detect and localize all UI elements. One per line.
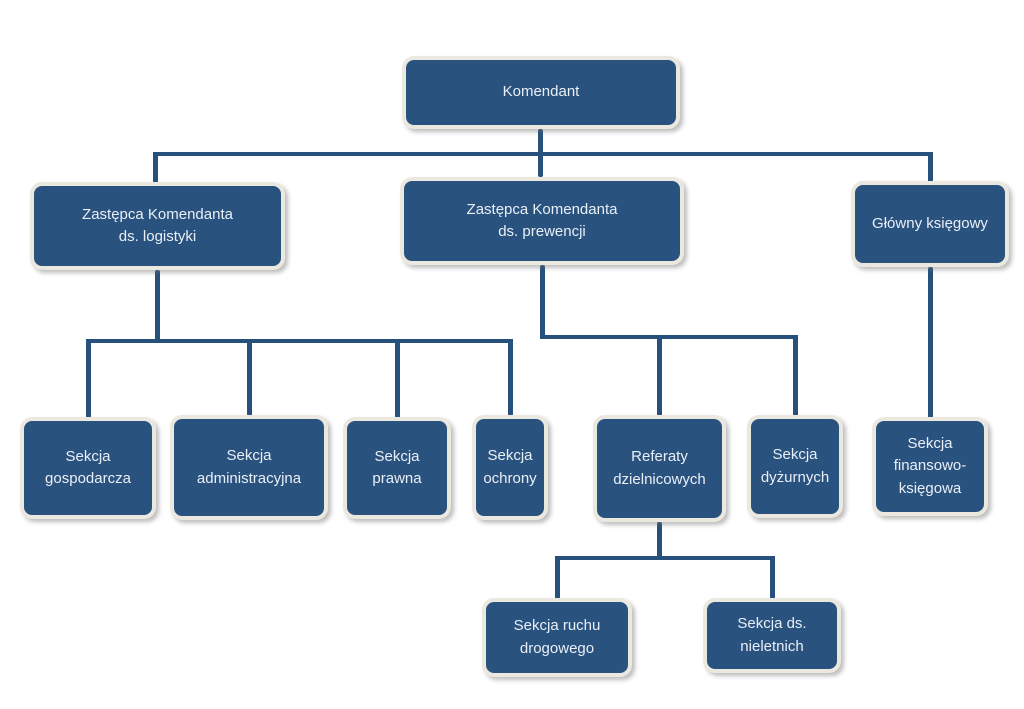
connector-drop-administracyjna [247, 339, 252, 416]
connector-drop-referaty [657, 335, 662, 416]
connector-logistyki-stem [155, 270, 160, 343]
org-node-sekcja-ochrony-label: Sekcja ochrony [483, 447, 537, 487]
org-node-sekcja-gospodarcza: Sekcja gospodarcza [20, 417, 156, 519]
connector-drop-finansowa [928, 267, 933, 418]
org-node-sekcja-finansowo-ksiegowa: Sekcja finansowo- księgowa [872, 417, 988, 516]
connector-drop-ksiegowy [928, 152, 933, 182]
org-node-sekcja-administracyjna: Sekcja administracyjna [170, 415, 328, 520]
org-node-zastepca-logistyki: Zastępca Komendanta ds. logistyki [30, 182, 285, 270]
connector-drop-ruchu [555, 556, 560, 599]
connector-prewencji-stem [540, 265, 545, 337]
org-node-komendant-label: Komendant [502, 83, 580, 101]
connector-referaty-stem [657, 522, 662, 558]
connector-logistyki-rail [86, 339, 513, 343]
org-node-zastepca-logistyki-label: Zastępca Komendanta ds. logistyki [82, 205, 233, 246]
connector-drop-nieletnich [770, 556, 775, 599]
connector-drop-ochrony [508, 339, 513, 416]
connector-level1-rail [153, 152, 933, 156]
org-node-glowny-ksiegowy: Główny księgowy [851, 181, 1009, 267]
connector-drop-prawna [395, 339, 400, 418]
connector-drop-gospodarcza [86, 339, 91, 418]
connector-drop-dyzurnych [793, 335, 798, 416]
org-node-komendant: Komendant [402, 56, 680, 129]
org-node-sekcja-finansowo-ksiegowa-label: Sekcja finansowo- księgowa [893, 434, 967, 497]
org-node-sekcja-ds-nieletnich-label: Sekcja ds. nieletnich [737, 615, 807, 655]
org-node-sekcja-administracyjna-label: Sekcja administracyjna [196, 447, 302, 487]
org-node-sekcja-prawna: Sekcja prawna [343, 417, 451, 519]
org-node-referaty-dzielnicowych: Referaty dzielnicowych [593, 415, 726, 522]
org-node-sekcja-gospodarcza-label: Sekcja gospodarcza [45, 447, 131, 488]
org-node-sekcja-dyzurnych-label: Sekcja dyżurnych [760, 446, 830, 486]
org-node-sekcja-ds-nieletnich: Sekcja ds. nieletnich [703, 598, 841, 673]
org-node-zastepca-prewencji-label: Zastępca Komendanta ds. prewencji [466, 200, 618, 241]
org-node-sekcja-ruchu-drogowego: Sekcja ruchu drogowego [482, 598, 632, 677]
connector-prewencji-rail [540, 335, 798, 339]
org-node-glowny-ksiegowy-label: Główny księgowy [872, 214, 988, 232]
org-node-referaty-dzielnicowych-label: Referaty dzielnicowych [613, 448, 706, 488]
connector-drop-logistyki [153, 152, 158, 183]
connector-referaty-rail [555, 556, 775, 560]
org-node-sekcja-prawna-label: Sekcja prawna [372, 447, 422, 488]
org-node-zastepca-prewencji: Zastępca Komendanta ds. prewencji [400, 177, 684, 265]
org-node-sekcja-ruchu-drogowego-label: Sekcja ruchu drogowego [513, 617, 601, 657]
org-node-sekcja-ochrony: Sekcja ochrony [472, 415, 548, 520]
org-node-sekcja-dyzurnych: Sekcja dyżurnych [747, 415, 843, 518]
